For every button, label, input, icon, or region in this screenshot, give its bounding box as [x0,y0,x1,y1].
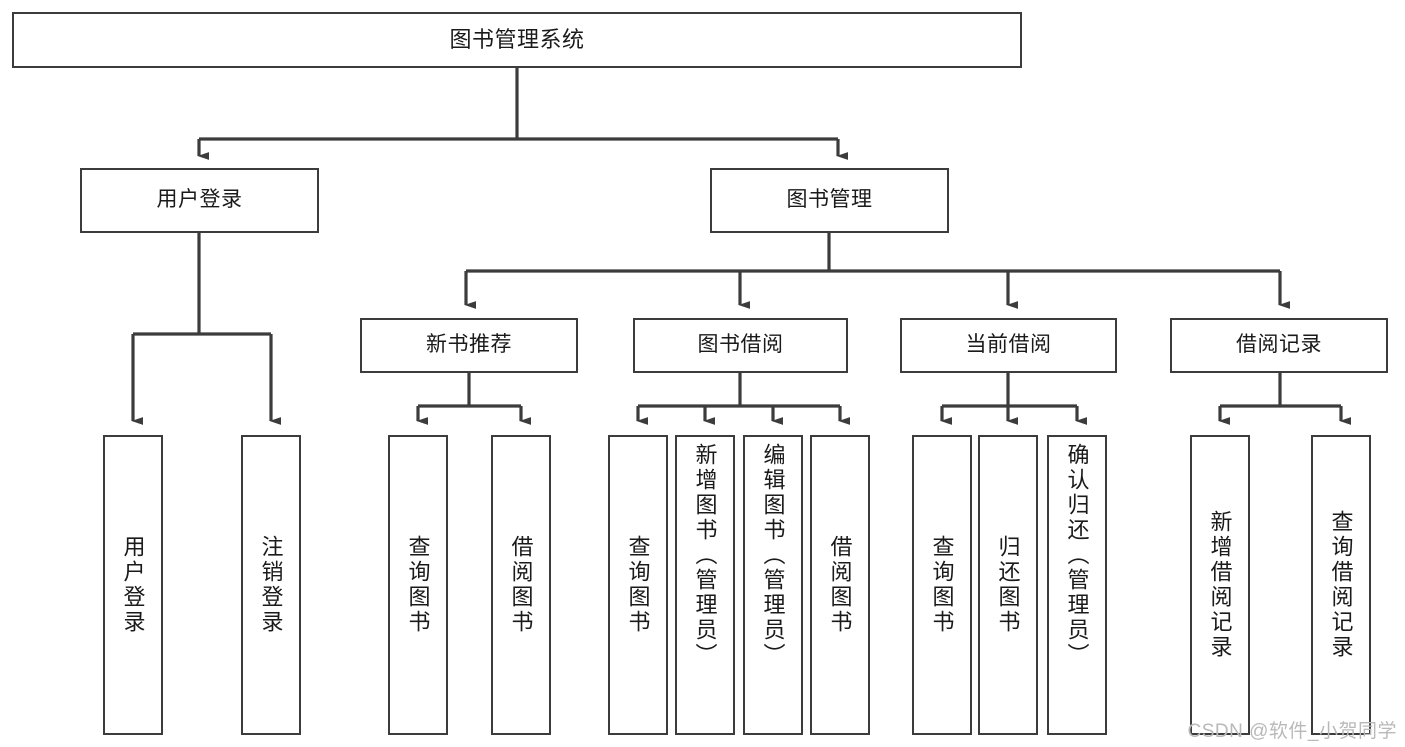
node-borrow-record[interactable]: 借阅记录 [1170,318,1388,373]
node-label: 借阅图书 [827,535,853,635]
leaf-node-user-login[interactable]: 用户登录 [103,435,163,735]
node-label: 当前借阅 [965,333,1052,357]
leaf-node-edit-book[interactable]: 编辑图书（管理员） [743,435,803,735]
node-user-login[interactable]: 用户登录 [80,168,319,233]
leaf-node-confirm-return[interactable]: 确认归还（管理员） [1047,435,1107,735]
node-new-book-recommend[interactable]: 新书推荐 [360,318,578,373]
node-label: 新增图书（管理员） [692,443,718,668]
node-label: 新增借阅记录 [1207,510,1233,660]
node-label: 图书管理 [786,188,873,212]
node-current-borrow[interactable]: 当前借阅 [900,318,1117,373]
node-label: 编辑图书（管理员） [760,443,786,668]
leaf-node-return-book[interactable]: 归还图书 [978,435,1038,735]
node-label: 图书借阅 [697,333,784,357]
leaf-node-borrow-book[interactable]: 借阅图书 [810,435,870,735]
node-label: 查询借阅记录 [1328,510,1354,660]
node-book-borrow[interactable]: 图书借阅 [633,318,848,373]
node-label: 新书推荐 [426,333,512,357]
node-label: 图书管理系统 [449,27,585,53]
node-book-management-system[interactable]: 图书管理系统 [12,12,1022,68]
leaf-node-add-borrow-record[interactable]: 新增借阅记录 [1190,435,1250,735]
leaf-node-query-book-borrow[interactable]: 查询图书 [608,435,668,735]
node-label: 确认归还（管理员） [1064,443,1090,668]
node-label: 查询图书 [625,535,651,635]
node-book-management[interactable]: 图书管理 [710,168,949,233]
node-label: 用户登录 [156,188,243,212]
node-label: 借阅记录 [1236,333,1322,357]
node-label: 注销登录 [258,535,284,635]
leaf-node-borrow-book-recommend[interactable]: 借阅图书 [491,435,551,735]
leaf-node-logout-login[interactable]: 注销登录 [241,435,301,735]
leaf-node-query-borrow-record[interactable]: 查询借阅记录 [1311,435,1371,735]
node-label: 用户登录 [120,535,146,635]
leaf-node-query-book-current[interactable]: 查询图书 [912,435,972,735]
node-label: 借阅图书 [508,535,534,635]
leaf-node-query-book-recommend[interactable]: 查询图书 [388,435,448,735]
node-label: 查询图书 [929,535,955,635]
node-label: 归还图书 [995,535,1021,635]
node-label: 查询图书 [405,535,431,635]
leaf-node-add-book[interactable]: 新增图书（管理员） [675,435,735,735]
watermark: CSDN @软件_小贺同学 [1187,721,1397,742]
